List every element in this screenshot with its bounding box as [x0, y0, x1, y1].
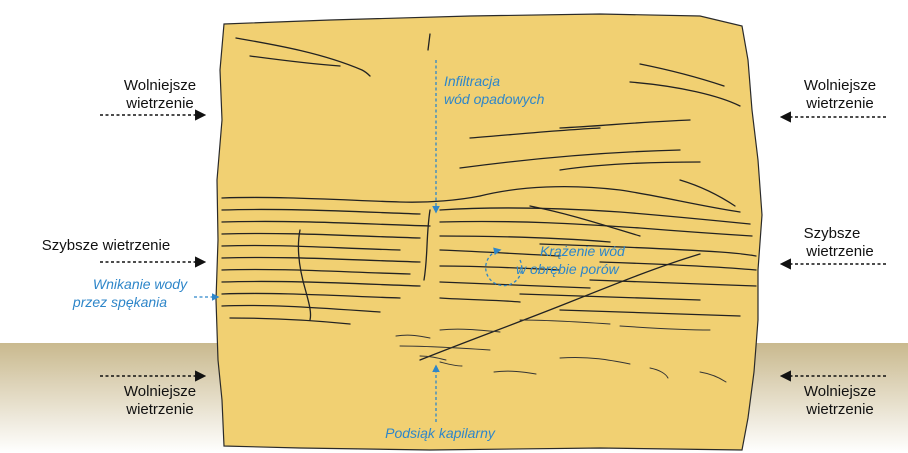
capillary-label: Podsiąk kapilarny [385, 425, 496, 441]
left-top-label-1: Wolniejsze [124, 77, 196, 94]
left-bottom-label-2: wietrzenie [125, 401, 194, 418]
infiltration-label-2: wód opadowych [444, 91, 545, 107]
right-top-label-2: wietrzenie [805, 95, 874, 112]
circulation-label-1: Krążenie wód [540, 243, 626, 259]
infiltration-label-1: Infiltracja [444, 73, 500, 89]
cracks-label-2: przez spękania [72, 294, 167, 310]
right-bottom-label-1: Wolniejsze [804, 383, 876, 400]
right-mid-label-1: Szybsze [804, 225, 861, 242]
left-bottom-label-1: Wolniejsze [124, 383, 196, 400]
circulation-label-2: w obrębie porów [516, 261, 620, 277]
right-mid-label-2: wietrzenie [805, 243, 874, 260]
left-mid-label: Szybsze wietrzenie [42, 237, 170, 254]
left-top-label-2: wietrzenie [125, 95, 194, 112]
cracks-label-1: Wnikanie wody [93, 276, 188, 292]
right-bottom-label-2: wietrzenie [805, 401, 874, 418]
right-top-label-1: Wolniejsze [804, 77, 876, 94]
